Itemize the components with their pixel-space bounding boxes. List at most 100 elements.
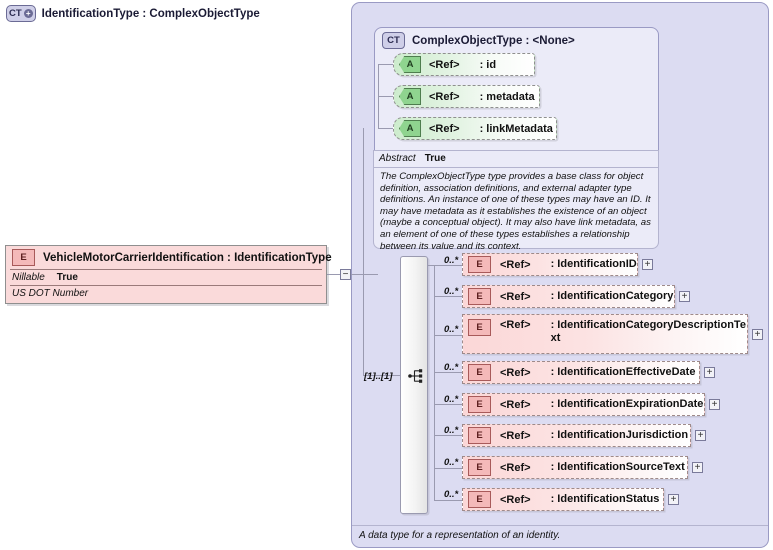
element-branch	[428, 265, 462, 266]
root-element-header: E VehicleMotorCarrierIdentification : Id…	[6, 246, 332, 269]
element-badge-icon: E	[468, 427, 491, 444]
complex-type-header: CT + IdentificationType : ComplexObjectT…	[6, 5, 260, 22]
element-ref-box[interactable]: E <Ref> : IdentificationStatus	[462, 488, 664, 511]
expand-element-button[interactable]: +	[709, 399, 720, 410]
expand-element-button[interactable]: +	[695, 430, 706, 441]
abstract-annotation-panel: Abstract True The ComplexObjectType type…	[373, 150, 659, 252]
attribute-name: : id	[479, 58, 497, 71]
element-branch	[434, 468, 462, 469]
element-occurs: 0..*	[444, 286, 459, 297]
collapse-toggle-button[interactable]: −	[340, 269, 351, 280]
element-badge-icon: E	[468, 319, 491, 336]
expand-element-button[interactable]: +	[752, 329, 763, 340]
attribute-row[interactable]: A <Ref> : metadata	[393, 85, 540, 108]
element-ref-box[interactable]: E <Ref> : IdentificationCategoryDescript…	[462, 314, 748, 354]
element-ref-box[interactable]: E <Ref> : IdentificationExpirationDate	[462, 393, 705, 416]
element-branch	[434, 404, 462, 405]
root-element-property-row: Nillable True	[6, 270, 326, 285]
element-ref: <Ref>	[500, 366, 531, 379]
nillable-value: True	[56, 272, 78, 283]
base-type-badge-icon[interactable]: CT	[382, 32, 405, 49]
element-ref-box[interactable]: E <Ref> : IdentificationID	[462, 253, 638, 276]
base-type-header: CT ComplexObjectType : <None>	[382, 32, 575, 49]
element-name: : IdentificationCategoryDescriptionText	[550, 319, 746, 344]
nillable-label: Nillable	[12, 272, 45, 283]
divider	[10, 285, 322, 286]
complex-type-documentation: A data type for a representation of an i…	[352, 525, 768, 547]
expand-plus-icon[interactable]: +	[23, 9, 33, 18]
element-occurs: 0..*	[444, 394, 459, 405]
element-branch	[434, 296, 462, 297]
expand-element-button[interactable]: +	[704, 367, 715, 378]
expand-element-button[interactable]: +	[692, 462, 703, 473]
complex-type-badge-icon[interactable]: CT +	[6, 5, 36, 22]
element-occurs: 0..*	[444, 457, 459, 468]
element-spine-line	[434, 265, 435, 500]
expand-element-button[interactable]: +	[679, 291, 690, 302]
attribute-branch-1	[378, 64, 394, 65]
element-occurs: 0..*	[444, 362, 459, 373]
element-name: : IdentificationJurisdiction	[550, 429, 689, 441]
attribute-name: : linkMetadata	[479, 122, 553, 135]
attribute-ref: <Ref>	[429, 122, 460, 135]
element-ref: <Ref>	[500, 398, 531, 411]
element-branch	[434, 335, 462, 336]
attribute-row[interactable]: A <Ref> : id	[393, 53, 535, 76]
attribute-ref: <Ref>	[429, 90, 460, 103]
expand-element-button[interactable]: +	[642, 259, 653, 270]
complex-type-title: IdentificationType : ComplexObjectType	[41, 7, 260, 20]
root-element-documentation: US DOT Number	[12, 288, 89, 299]
connector-trunk-to-sequence	[363, 375, 400, 376]
element-name: : IdentificationSourceText	[550, 461, 685, 473]
element-ref-box[interactable]: E <Ref> : IdentificationSourceText	[462, 456, 688, 479]
element-occurs: 0..*	[444, 255, 459, 266]
element-name: : IdentificationID	[550, 258, 637, 270]
type-trunk-line	[363, 128, 364, 375]
root-element-box[interactable]: E VehicleMotorCarrierIdentification : Id…	[5, 245, 332, 304]
base-type-documentation: The ComplexObjectType type provides a ba…	[380, 171, 651, 252]
element-name: : IdentificationCategory	[550, 290, 674, 302]
element-ref-box[interactable]: E <Ref> : IdentificationEffectiveDate	[462, 361, 700, 384]
attribute-branch-2	[378, 96, 394, 97]
attribute-badge-icon: A	[399, 88, 421, 105]
element-badge-icon: E	[468, 364, 491, 381]
element-ref: <Ref>	[500, 429, 531, 442]
element-ref: <Ref>	[500, 258, 531, 271]
sequence-occurrence-label: [1]..[1]	[364, 371, 393, 382]
element-name: : IdentificationEffectiveDate	[550, 366, 696, 378]
abstract-label: Abstract	[379, 153, 416, 164]
element-badge-icon: E	[468, 459, 491, 476]
attribute-badge-icon: A	[399, 120, 421, 137]
abstract-row: Abstract True	[374, 151, 658, 168]
element-occurs: 0..*	[444, 489, 459, 500]
element-name: : IdentificationStatus	[550, 493, 660, 505]
element-ref: <Ref>	[500, 290, 531, 303]
sequence-compositor-box[interactable]	[400, 256, 428, 514]
element-ref: <Ref>	[500, 493, 531, 506]
attribute-row[interactable]: A <Ref> : linkMetadata	[393, 117, 557, 140]
element-badge-icon: E	[468, 396, 491, 413]
attribute-ref: <Ref>	[429, 58, 460, 71]
attribute-badge-icon: A	[399, 56, 421, 73]
sequence-occurs: [1]..[1]	[364, 371, 393, 382]
element-badge-icon: E	[468, 256, 491, 273]
divider	[10, 269, 322, 270]
element-ref-box[interactable]: E <Ref> : IdentificationCategory	[462, 285, 675, 308]
attribute-branch-3	[378, 128, 394, 129]
element-branch	[434, 372, 462, 373]
element-badge-icon: E	[468, 288, 491, 305]
element-branch	[434, 435, 462, 436]
element-occurs: 0..*	[444, 425, 459, 436]
element-ref: <Ref>	[500, 461, 531, 474]
element-ref-box[interactable]: E <Ref> : IdentificationJurisdiction	[462, 424, 691, 447]
attribute-name: : metadata	[479, 90, 535, 103]
sequence-compositor-icon	[408, 369, 423, 383]
expand-element-button[interactable]: +	[668, 494, 679, 505]
element-ref: <Ref>	[500, 319, 531, 331]
element-occurs: 0..*	[444, 324, 459, 335]
ct-badge-label: CT	[9, 7, 22, 19]
base-type-title: ComplexObjectType : <None>	[412, 34, 575, 47]
connector-toggle-to-trunk	[351, 274, 378, 275]
element-badge-icon: E	[468, 491, 491, 508]
